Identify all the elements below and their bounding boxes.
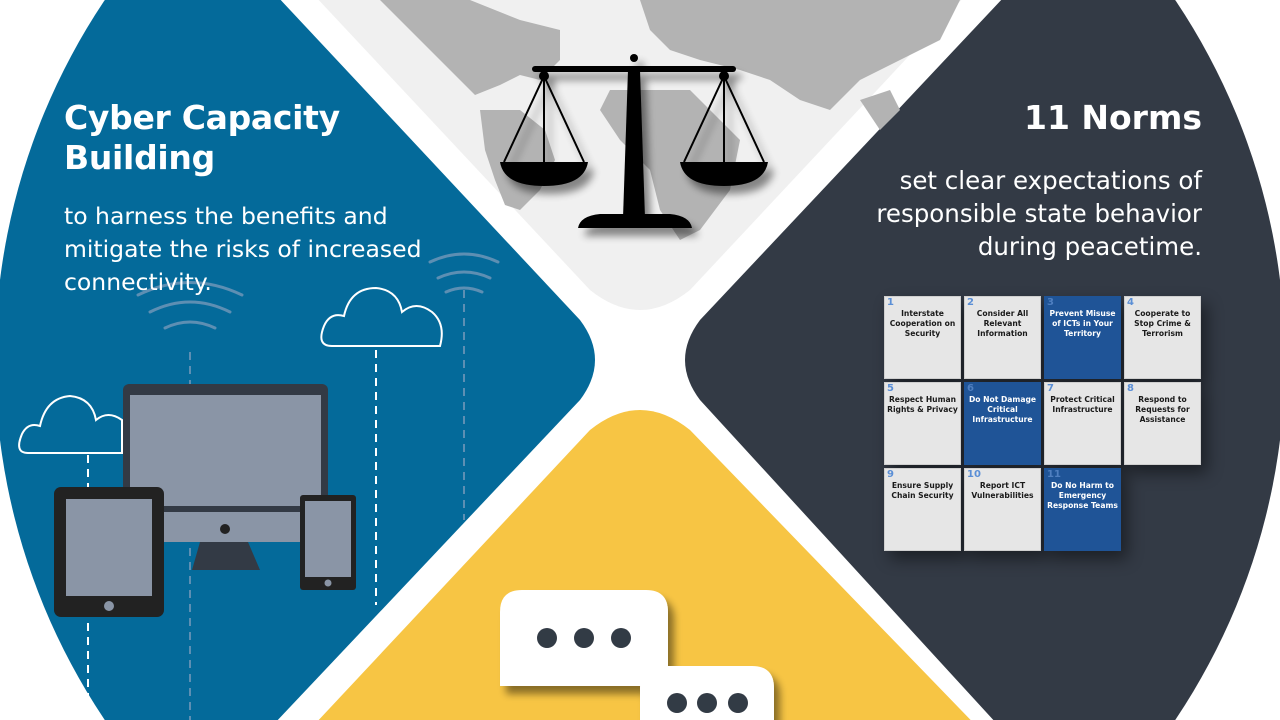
norm-number: 9 <box>887 469 894 480</box>
norm-label: Report ICT Vulnerabilities <box>971 481 1034 500</box>
norm-number: 3 <box>1047 297 1054 308</box>
title-line: Cyber Capacity <box>64 98 340 137</box>
body-line: responsible state behavior <box>876 199 1202 228</box>
title-line: Building <box>64 138 215 177</box>
scales-of-justice-icon <box>500 54 768 228</box>
norm-label: Do Not Damage Critical Infrastructure <box>968 395 1037 424</box>
norm-label: Respect Human Rights & Privacy <box>887 395 958 414</box>
cloud-icon <box>18 286 443 454</box>
norm-number: 4 <box>1127 297 1134 308</box>
chat-bubbles-icon <box>500 590 774 720</box>
cyber-capacity-building-title: Cyber Capacity Building <box>64 98 340 178</box>
body-line: during peacetime. <box>977 232 1202 261</box>
norm-label: Cooperate to Stop Crime & Terrorism <box>1134 309 1191 338</box>
norm-number: 2 <box>967 297 974 308</box>
cyber-capacity-building-description: to harness the benefits and mitigate the… <box>64 200 484 299</box>
norm-number: 10 <box>967 469 981 480</box>
norm-label: Respond to Requests for Assistance <box>1135 395 1190 424</box>
body-line: mitigate the risks of increased <box>64 235 422 263</box>
norm-label: Protect Critical Infrastructure <box>1050 395 1115 414</box>
norm-label: Consider All Relevant Information <box>976 309 1029 338</box>
norm-number: 5 <box>887 383 894 394</box>
body-line: set clear expectations of <box>899 166 1202 195</box>
norm-label: Do No Harm to Emergency Response Teams <box>1047 481 1118 510</box>
norms-description: set clear expectations of responsible st… <box>782 164 1202 263</box>
body-line: to harness the benefits and <box>64 202 388 230</box>
norm-number: 7 <box>1047 383 1054 394</box>
norm-number: 6 <box>967 383 974 394</box>
smartphone-icon <box>300 495 356 590</box>
yellow-quadrant <box>300 410 990 720</box>
norm-label: Ensure Supply Chain Security <box>891 481 954 500</box>
norm-number: 1 <box>887 297 894 308</box>
body-line: connectivity. <box>64 268 212 296</box>
wifi-icon <box>136 252 500 330</box>
norm-number: 11 <box>1047 469 1061 480</box>
norm-label: Prevent Misuse of ICTs in Your Territory <box>1049 309 1116 338</box>
norm-label: Interstate Cooperation on Security <box>889 309 956 338</box>
norms-title: 11 Norms <box>1023 98 1202 137</box>
norm-number: 8 <box>1127 383 1134 394</box>
tablet-icon <box>54 487 164 617</box>
